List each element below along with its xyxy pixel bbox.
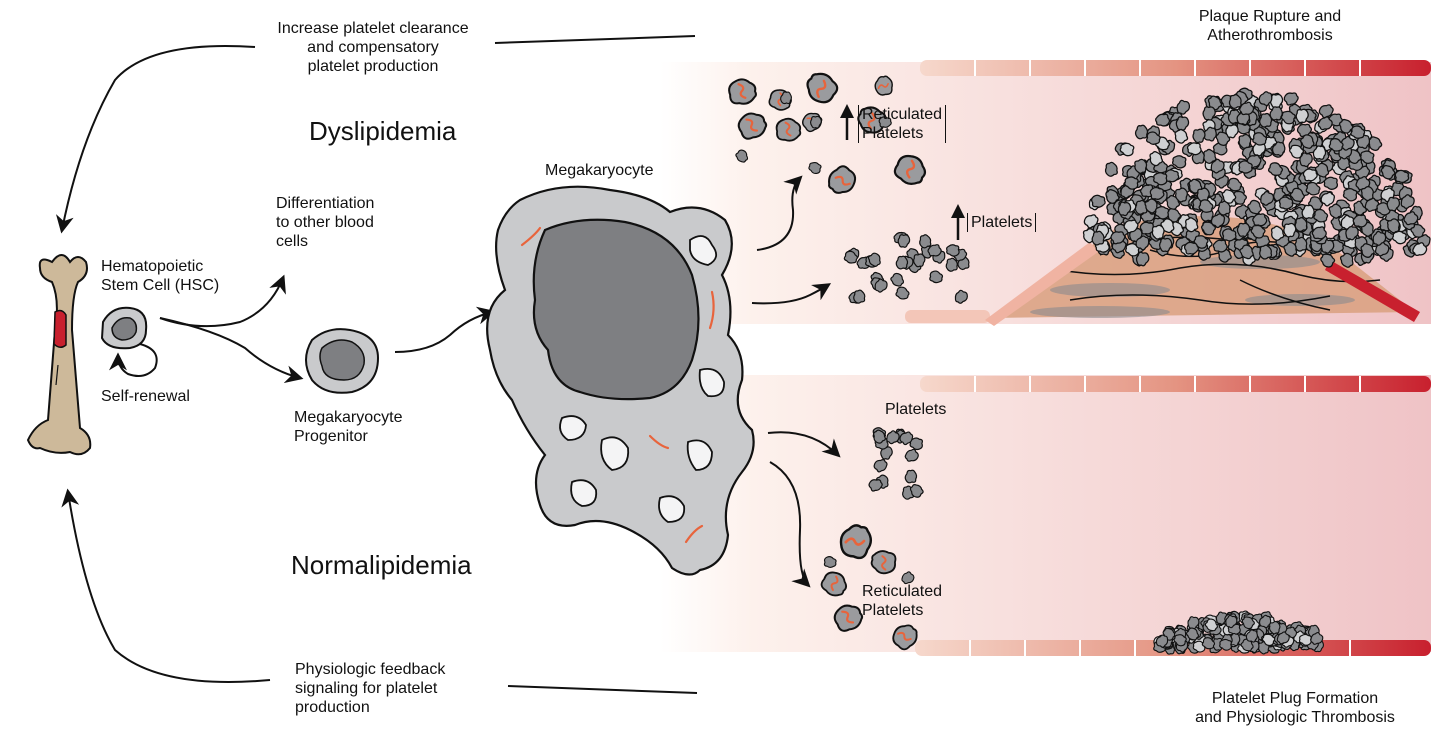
megakaryocyte-label: Megakaryocyte — [545, 162, 654, 179]
progenitor-cell-icon — [305, 328, 380, 394]
platelet-icon — [1090, 194, 1106, 208]
hsc-cell-icon — [100, 306, 148, 350]
platelet-icon — [912, 253, 926, 268]
dyslipidemia-heading: Dyslipidemia — [309, 116, 457, 146]
dyslipidemia-vessel — [660, 60, 1431, 326]
platelets-increase-label: Platelets — [967, 213, 1037, 232]
platelet-icon — [1134, 124, 1149, 140]
vessel-wall-top — [920, 60, 1431, 76]
platelet-icon — [1149, 186, 1165, 200]
platelets-label: Platelets — [885, 401, 947, 418]
normalipidemia-vessel — [660, 375, 1431, 657]
megakaryocyte-icon — [486, 185, 755, 576]
self-renewal-arrow — [109, 343, 158, 377]
feedback-lines — [56, 35, 698, 694]
progenitor-to-megakaryocyte-arrow — [394, 306, 496, 353]
normalipidemia-heading: Normalipidemia — [291, 550, 472, 580]
self-renewal-label: Self-renewal — [101, 388, 190, 405]
release-arrows — [751, 175, 841, 588]
platelet-icon — [1186, 142, 1202, 156]
platelet-icon — [1191, 127, 1207, 144]
platelet-icon — [1091, 230, 1105, 246]
up-arrow-icon — [840, 104, 965, 240]
hsc-to-progenitor-arrow — [159, 317, 304, 383]
bone-icon — [26, 254, 92, 456]
vessel-wall-bottom — [905, 242, 1420, 326]
